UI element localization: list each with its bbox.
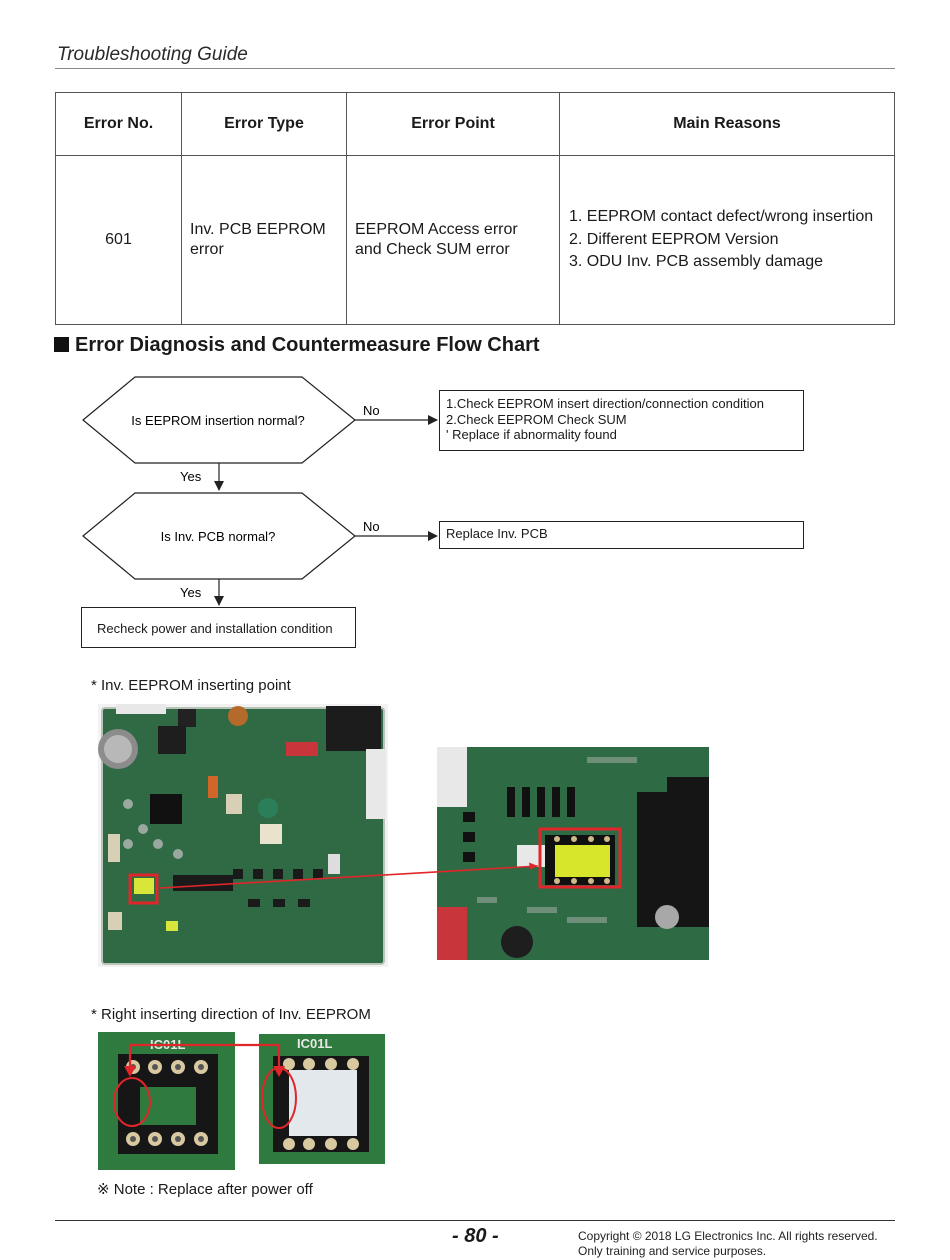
caption-inserting-direction: * Right inserting direction of Inv. EEPR…: [91, 1006, 371, 1023]
table-header-row: Error No. Error Type Error Point Main Re…: [55, 92, 895, 156]
action-1-line: ' Replace if abnormality found: [446, 427, 617, 442]
action-box-2: Replace Inv. PCB: [439, 521, 804, 549]
reason-item: 3. ODU Inv. PCB assembly damage: [569, 253, 824, 271]
yes-label-2: Yes: [180, 585, 202, 600]
copyright: Copyright © 2018 LG Electronics Inc. All…: [578, 1229, 878, 1259]
error-point-line1: EEPROM Access error: [355, 221, 518, 238]
decision-1-label: Is EEPROM insertion normal?: [131, 413, 304, 428]
section-heading-text: Error Diagnosis and Countermeasure Flow …: [75, 334, 540, 356]
flowchart: Is EEPROM insertion normal? Is Inv. PCB …: [82, 376, 438, 606]
col-error-no: Error No.: [55, 92, 182, 156]
page-number: - 80 -: [452, 1225, 499, 1247]
socket-empty-photo: IC01L: [98, 1032, 235, 1170]
pcb-board-photo: [98, 704, 388, 967]
action-1-line: 2.Check EEPROM Check SUM: [446, 411, 627, 427]
error-type-line1: Inv. PCB EEPROM: [190, 221, 326, 238]
footer-rule: [55, 1220, 895, 1221]
cell-error-no: 601: [55, 155, 182, 325]
decision-2-label: Is Inv. PCB normal?: [161, 529, 276, 544]
reason-item: 1. EEPROM contact defect/wrong insertion: [569, 208, 874, 226]
connector-line: [159, 862, 539, 889]
socket-label-right: IC01L: [297, 1036, 332, 1051]
error-point-line2: and Check SUM error: [355, 241, 510, 258]
square-bullet-icon: [54, 337, 69, 352]
action-box-1: 1.Check EEPROM insert direction/connecti…: [439, 390, 804, 451]
col-error-type: Error Type: [181, 92, 347, 156]
caption-inserting-point: * Inv. EEPROM inserting point: [91, 677, 291, 694]
no-label-1: No: [363, 403, 380, 418]
socket-chip-photo: IC01L: [259, 1034, 385, 1164]
eeprom-zoom-photo: [437, 747, 709, 960]
copyright-line1: Copyright © 2018 LG Electronics Inc. All…: [578, 1229, 878, 1243]
error-type-line2: error: [190, 241, 224, 258]
cell-error-type: Inv. PCB EEPROM error: [181, 155, 347, 325]
section-heading: Error Diagnosis and Countermeasure Flow …: [54, 334, 540, 357]
note: ※ Note : Replace after power off: [97, 1181, 313, 1198]
action-1-line: 1.Check EEPROM insert direction/connecti…: [446, 396, 764, 411]
header-rule: [55, 68, 895, 69]
action-2-label: Replace Inv. PCB: [446, 526, 548, 541]
final-box: Recheck power and installation condition: [81, 607, 356, 648]
no-label-2: No: [363, 519, 380, 534]
yes-label-1: Yes: [180, 469, 202, 484]
reason-item: 2. Different EEPROM Version: [569, 230, 779, 248]
error-table: Error No. Error Type Error Point Main Re…: [55, 92, 895, 325]
cell-main-reasons: 1. EEPROM contact defect/wrong insertion…: [559, 155, 895, 325]
header-title: Troubleshooting Guide: [57, 44, 248, 65]
table-row: 601 Inv. PCB EEPROM error EEPROM Access …: [55, 155, 895, 325]
copyright-line2: Only training and service purposes.: [578, 1244, 767, 1258]
direction-arrow: [124, 1043, 285, 1077]
cell-error-point: EEPROM Access error and Check SUM error: [346, 155, 560, 325]
final-label: Recheck power and installation condition: [97, 621, 333, 636]
col-main-reasons: Main Reasons: [559, 92, 895, 156]
